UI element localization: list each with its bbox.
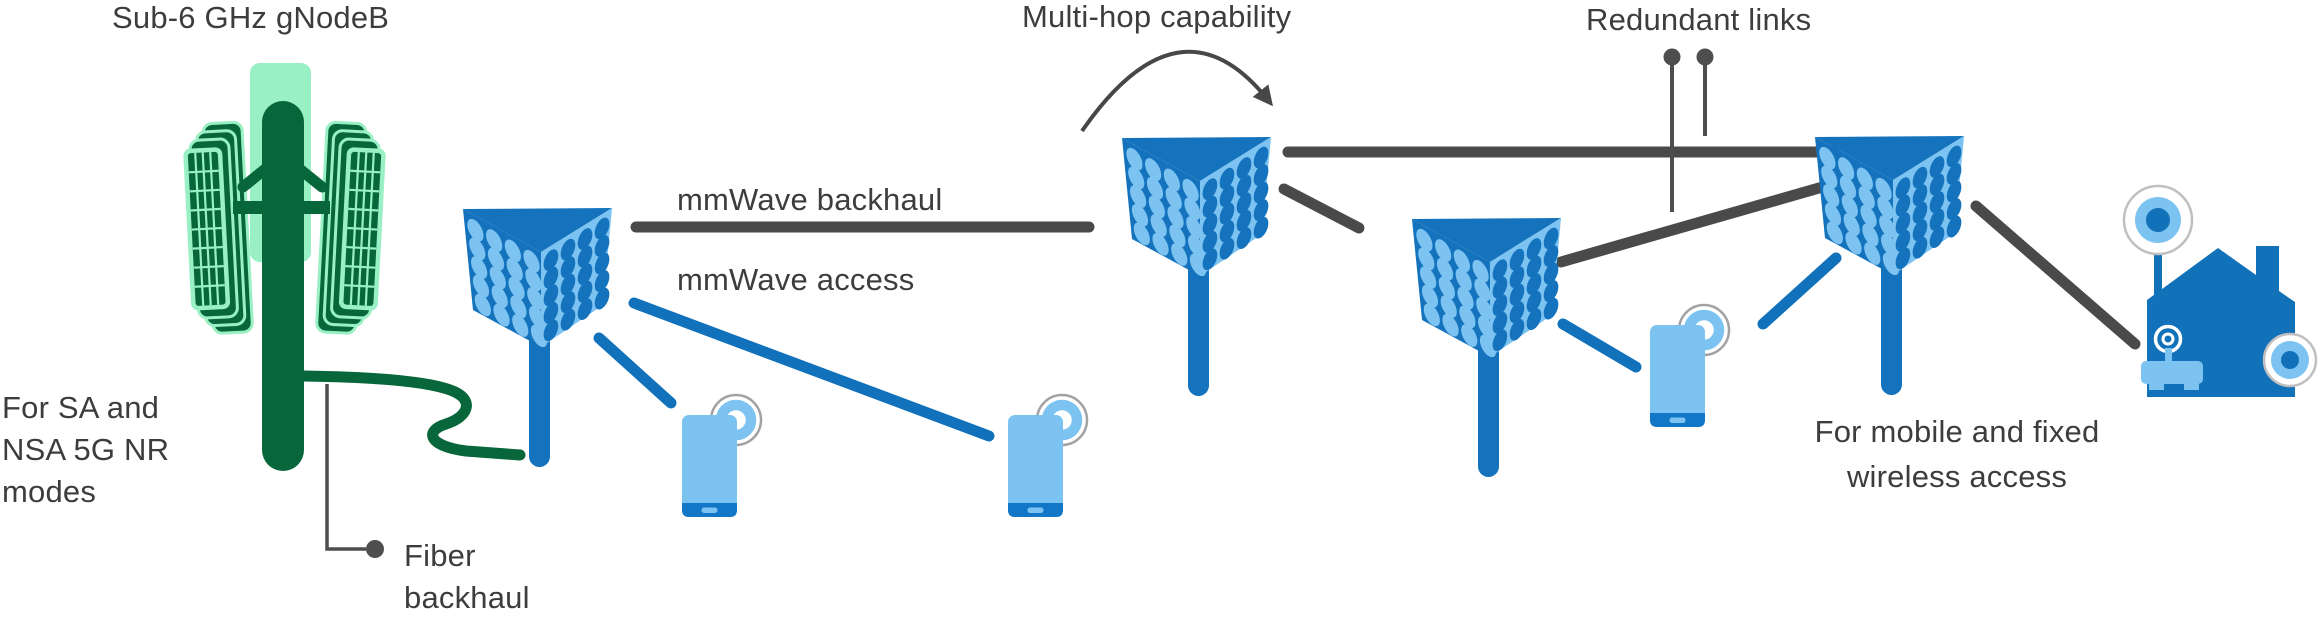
- mmwave-access-label: mmWave access: [677, 262, 915, 297]
- smartphone-3-icon: [1650, 305, 1729, 427]
- mobile-fixed-label: For mobile and fixed wireless access: [1814, 414, 2100, 494]
- tower-mast: [262, 101, 304, 471]
- smartphone-2-icon: [1008, 395, 1087, 517]
- fiber-callout-dot: [366, 540, 384, 558]
- house-antenna-icon: [2122, 184, 2194, 298]
- multi-hop-arrow-icon: [1080, 49, 1274, 133]
- gnodeb-modes-label: For SA and NSA 5G NR modes: [2, 390, 170, 509]
- mmwave-access-links: [593, 252, 1842, 442]
- fiber-backhaul-callout: [325, 384, 384, 558]
- mmwave-node-1-icon: [463, 208, 612, 467]
- router-icon: [2141, 348, 2203, 390]
- house-side-signal-icon: [2262, 332, 2318, 388]
- antenna-panel-left-icon: [180, 120, 255, 337]
- fiber-cable: [298, 370, 526, 461]
- backhaul-line-node2-node3: [1278, 183, 1365, 234]
- access-line-node1-phone1: [593, 332, 677, 409]
- access-line-node4-phone3: [1757, 252, 1842, 330]
- fiber-callout-line: [325, 384, 366, 551]
- multi-hop-label: Multi-hop capability: [1022, 0, 1292, 34]
- redundant-callout-dot-2: [1696, 48, 1714, 66]
- mmwave-node-4-icon: [1815, 136, 1964, 395]
- fiber-backhaul-label: Fiber backhaul: [404, 538, 530, 615]
- mmwave-backhaul-label: mmWave backhaul: [677, 182, 943, 217]
- smartphone-1-icon: [682, 395, 761, 517]
- mmwave-node-3-icon: [1412, 218, 1561, 477]
- redundant-links-label: Redundant links: [1586, 2, 1812, 37]
- sub6-gnodeb-tower-icon: [180, 63, 389, 471]
- backhaul-line-node3-node4: [1555, 176, 1846, 268]
- redundant-callout-dot-1: [1663, 48, 1681, 66]
- access-line-node3-phone3: [1557, 318, 1642, 373]
- mmwave-backhaul-links: [630, 146, 2141, 350]
- redundant-links-callout: [1663, 48, 1714, 212]
- antenna-panel-right-icon: [314, 120, 389, 337]
- access-line-node1-phone2: [628, 297, 995, 442]
- fixed-wireless-line-node4-house: [1970, 200, 2141, 350]
- gnodeb-title-label: Sub-6 GHz gNodeB: [112, 0, 390, 35]
- house-cpe-group: [2122, 184, 2318, 397]
- mmwave-node-2-icon: [1122, 137, 1271, 396]
- house-icon: [2147, 246, 2295, 397]
